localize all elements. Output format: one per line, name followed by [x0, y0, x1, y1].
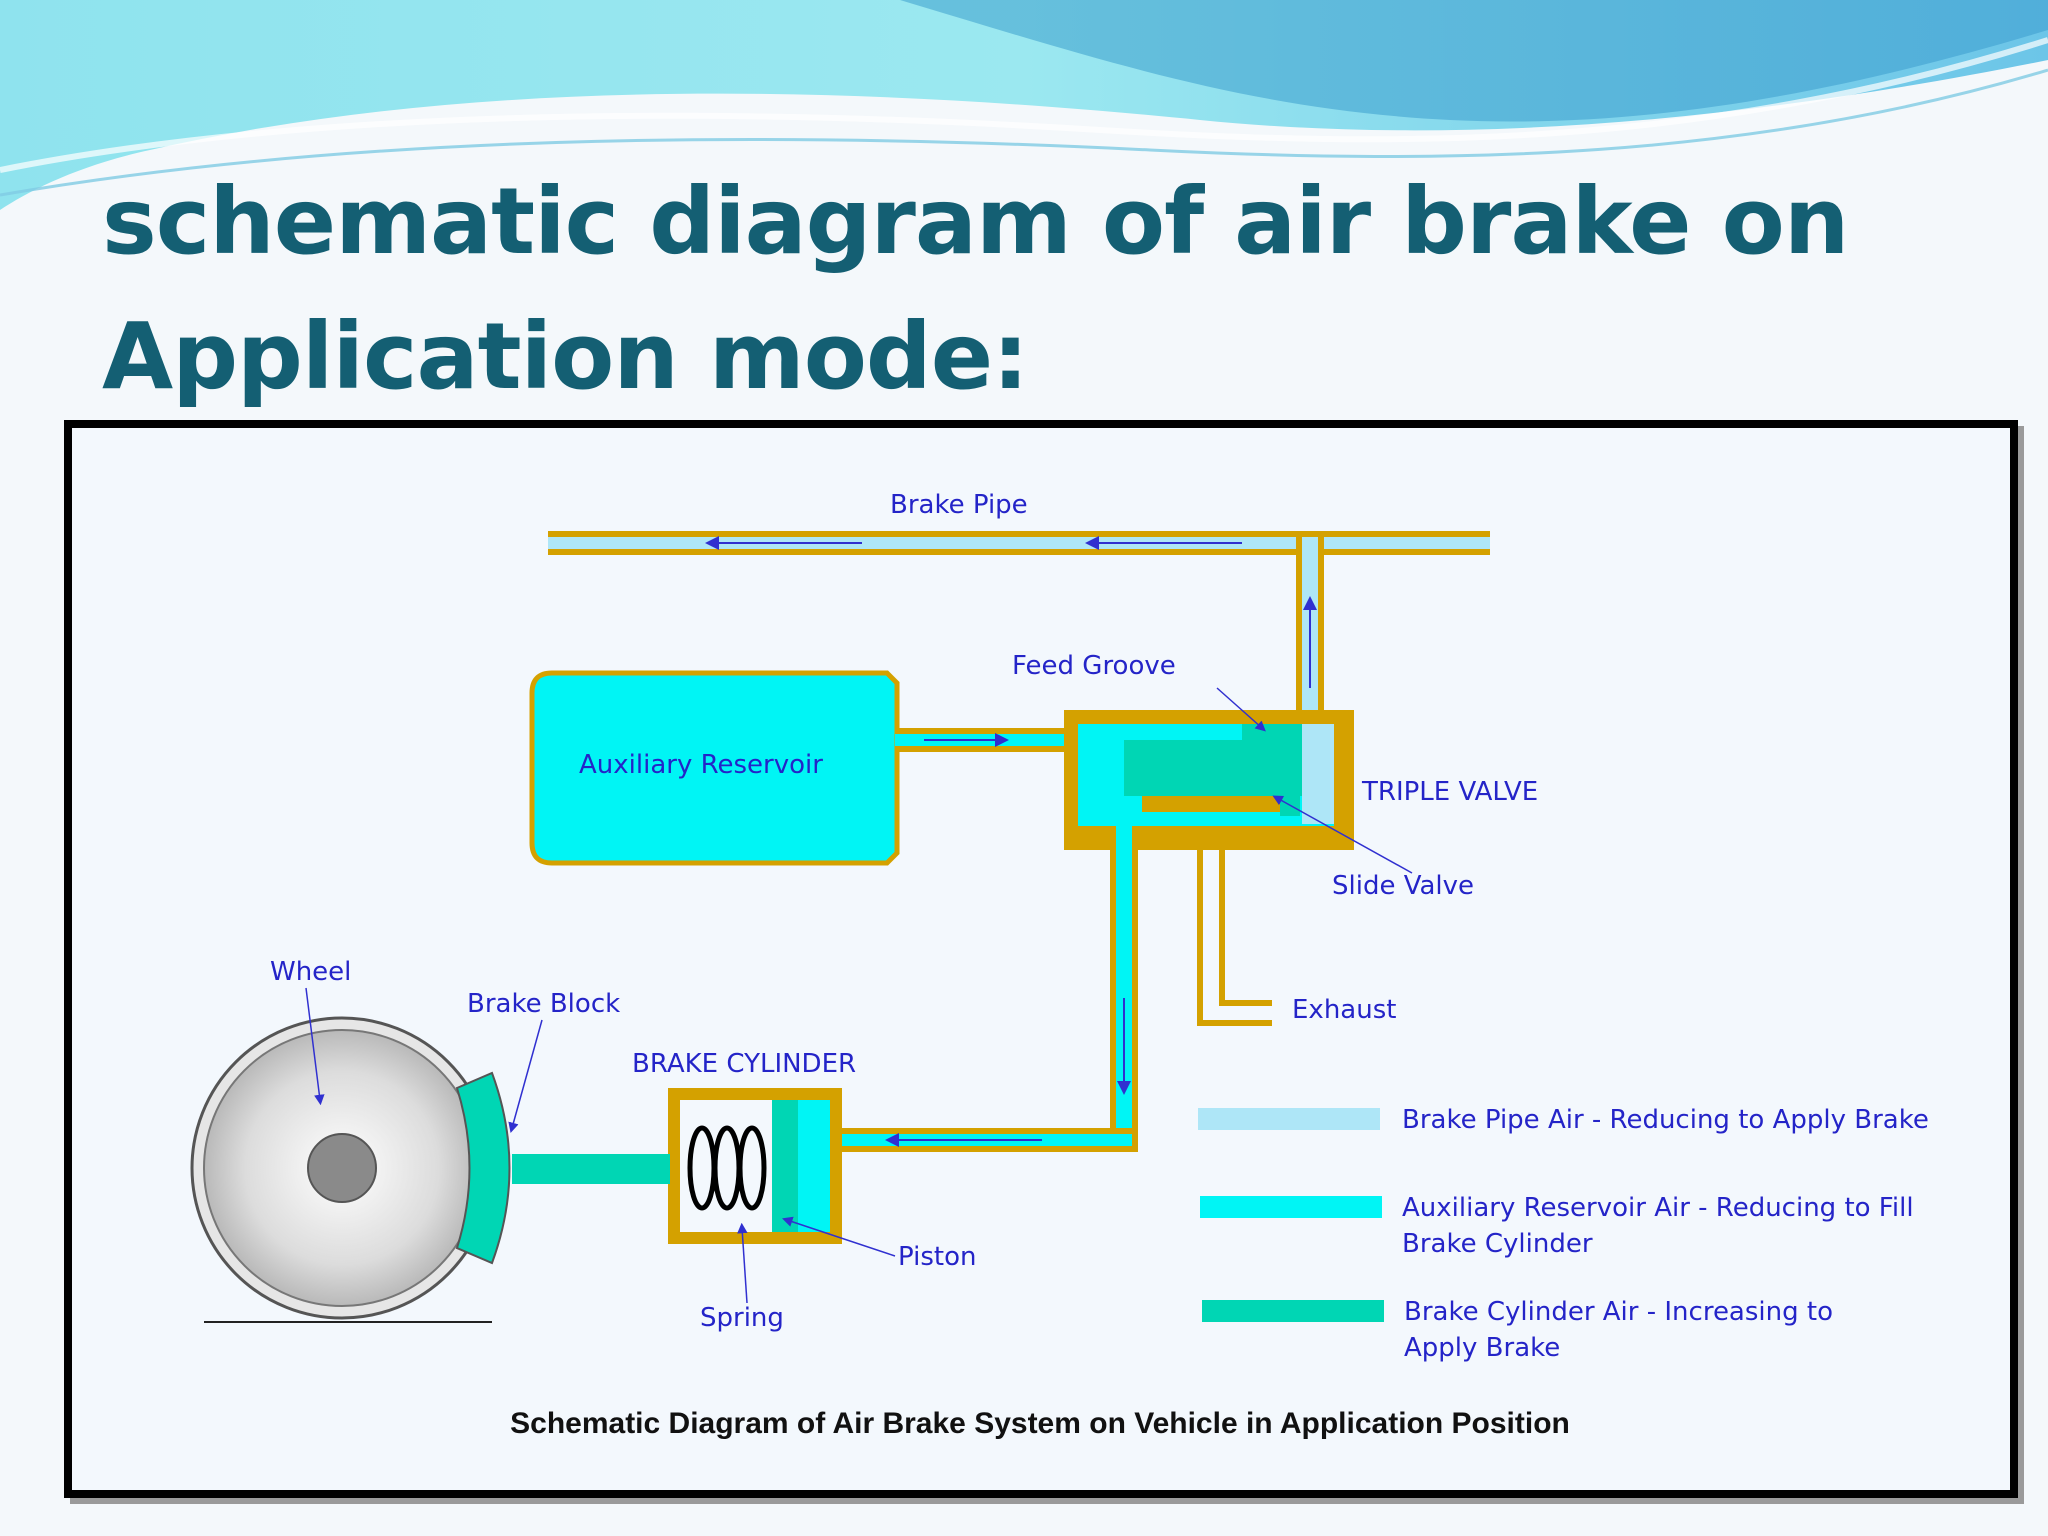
piston-pointer [782, 1216, 896, 1257]
slide-title-line-1: schematic diagram of air brake on [102, 168, 1849, 275]
slide-valve-pointer [1272, 795, 1413, 874]
legend-text-brake-cylinder-air-2: Apply Brake [1404, 1333, 1560, 1363]
label-brake-cylinder: BRAKE CYLINDER [632, 1049, 856, 1079]
legend-text-brake-cylinder-air: Brake Cylinder Air - Increasing to [1404, 1297, 1833, 1327]
label-auxiliary-reservoir: Auxiliary Reservoir [579, 750, 823, 780]
label-exhaust: Exhaust [1292, 995, 1396, 1025]
air-brake-schematic: Brake Pipe Feed Groove Auxiliary Reservo… [190, 490, 1929, 1440]
legend-text-aux-reservoir-air-2: Brake Cylinder [1402, 1229, 1593, 1259]
piston-rod [512, 1154, 670, 1184]
spring-pointer [737, 1222, 748, 1304]
label-piston: Piston [898, 1242, 976, 1272]
label-wheel: Wheel [270, 957, 351, 987]
spring-icon [687, 1125, 767, 1211]
exhaust-pipe [1197, 850, 1272, 1026]
diagram-caption: Schematic Diagram of Air Brake System on… [510, 1407, 1570, 1440]
legend-text-brake-pipe-air: Brake Pipe Air - Reducing to Apply Brake [1402, 1105, 1929, 1135]
legend-text-aux-reservoir-air: Auxiliary Reservoir Air - Reducing to Fi… [1402, 1193, 1914, 1223]
diagram-frame: Brake Pipe Feed Groove Auxiliary Reservo… [64, 420, 2018, 1498]
brake-cylinder [668, 1088, 842, 1244]
brake-block-pointer [508, 1019, 543, 1134]
label-slide-valve: Slide Valve [1332, 871, 1474, 901]
label-brake-block: Brake Block [467, 989, 620, 1019]
label-feed-groove: Feed Groove [1012, 651, 1176, 681]
label-spring: Spring [700, 1303, 784, 1333]
auxiliary-reservoir [529, 670, 1069, 866]
brake-block-icon [455, 1071, 511, 1265]
brake-cylinder-feed-pipe [832, 826, 1138, 1152]
wheel-pointer [305, 987, 325, 1106]
feed-groove-pointer [1216, 687, 1266, 732]
wheel-icon [190, 1016, 494, 1323]
label-triple-valve: TRIPLE VALVE [1361, 777, 1538, 807]
slide-title-line-2: Application mode: [102, 303, 1029, 410]
legend: Brake Pipe Air - Reducing to Apply Brake… [1198, 1105, 1929, 1363]
legend-swatch-brake-cylinder-air [1202, 1300, 1384, 1322]
legend-swatch-aux-reservoir-air [1200, 1196, 1382, 1218]
header-wave-decoration [0, 0, 2048, 210]
triple-valve [1064, 710, 1354, 850]
legend-swatch-brake-pipe-air [1198, 1108, 1380, 1130]
label-brake-pipe: Brake Pipe [890, 490, 1028, 520]
